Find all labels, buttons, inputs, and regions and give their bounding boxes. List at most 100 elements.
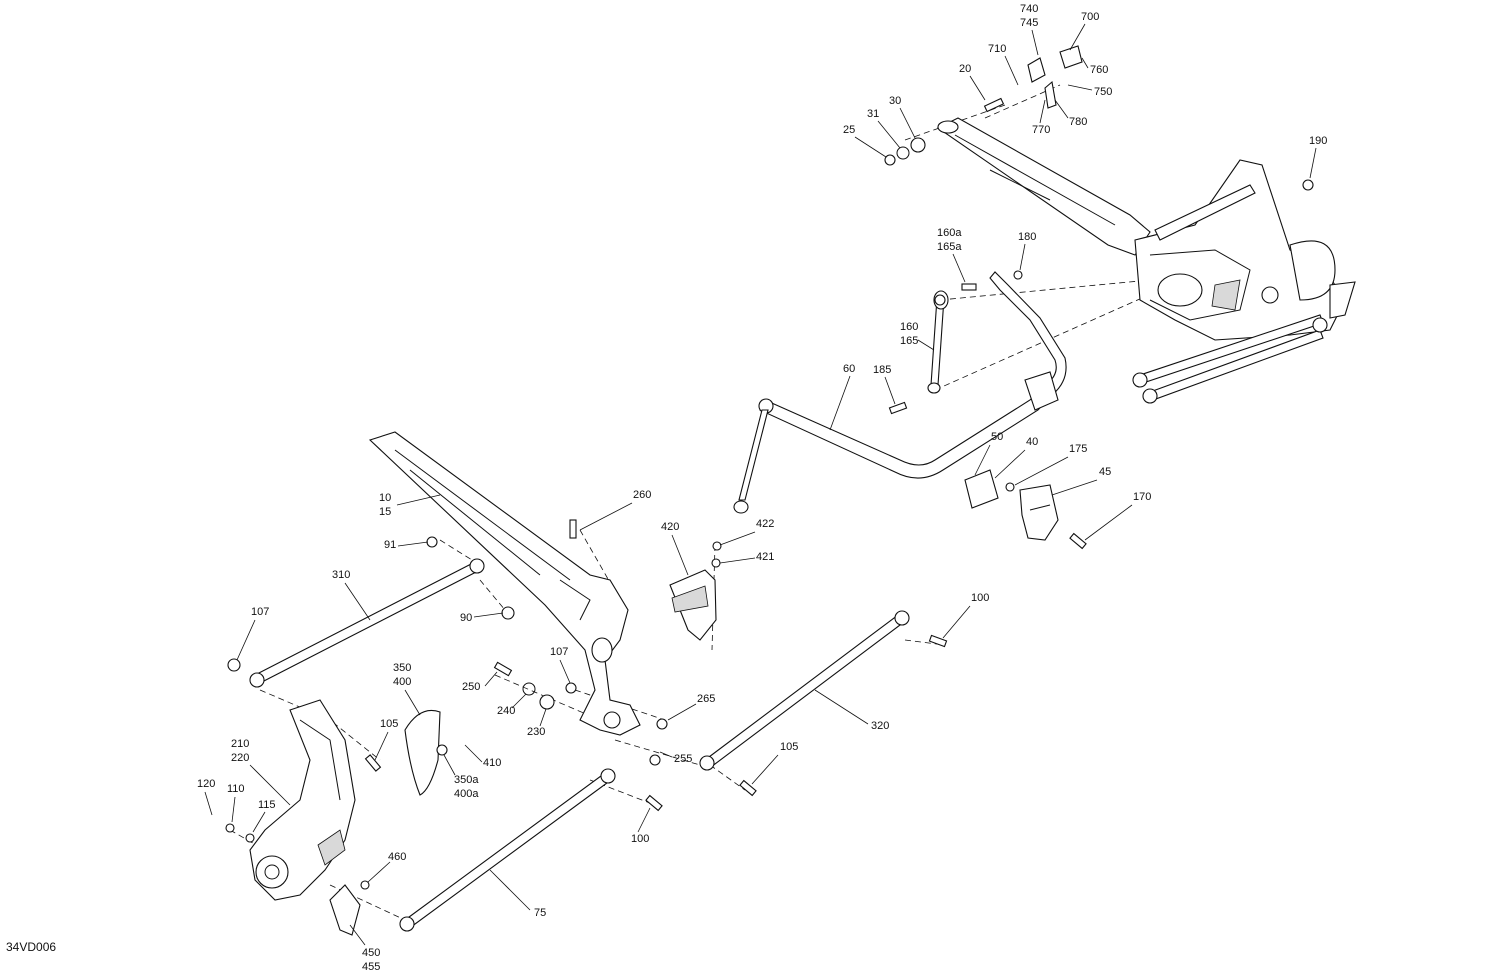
svg-text:420: 420 [661,521,679,533]
svg-text:165a: 165a [937,241,962,253]
callout-460: 460 [367,851,406,883]
svg-text:110: 110 [227,783,245,795]
callout-110: 110 [227,783,245,823]
callout-420: 420 [661,521,689,576]
svg-text:100: 100 [631,833,649,845]
fasteners [225,97,1314,890]
guard-350 [404,709,441,796]
svg-text:745: 745 [1020,17,1038,29]
svg-text:15: 15 [379,506,391,518]
callout-410: 410 [464,744,501,769]
svg-text:105: 105 [380,718,398,730]
protector-plate [669,569,717,641]
svg-text:700: 700 [1081,11,1099,23]
svg-text:421: 421 [756,551,774,563]
rod-320 [699,610,910,771]
svg-text:30: 30 [889,95,901,107]
callout-100a: 100 [942,592,989,639]
rod-310 [249,558,485,688]
sensor-assembly [1027,45,1083,109]
sway-bar-link [927,290,949,394]
callout-710: 710 [988,43,1019,86]
knuckle [249,699,356,901]
svg-text:31: 31 [867,108,879,120]
sway-bar [758,271,1067,479]
callout-260: 260 [579,489,651,531]
svg-text:350: 350 [393,662,411,674]
svg-text:750: 750 [1094,86,1112,98]
svg-text:450: 450 [362,947,380,959]
callout-105b: 105 [751,741,798,785]
svg-text:265: 265 [697,693,715,705]
callout-107b: 107 [550,646,571,684]
callout-25: 25 [843,124,887,158]
upper-trailing-arm [936,117,1151,256]
svg-text:25: 25 [843,124,855,136]
svg-text:100: 100 [971,592,989,604]
callout-20: 20 [959,63,986,101]
callout-91: 91 [384,539,429,551]
callout-750: 750 [1067,84,1112,98]
svg-text:455: 455 [362,961,380,972]
callout-45: 45 [1051,466,1111,496]
svg-text:190: 190 [1309,135,1327,147]
callout-240: 240 [497,693,527,717]
sway-link-front [733,409,769,514]
svg-text:10: 10 [379,492,391,504]
callout-265: 265 [667,693,715,721]
callout-421: 421 [719,551,774,564]
callout-120: 120 [197,778,215,816]
svg-text:180: 180 [1018,231,1036,243]
svg-text:185: 185 [873,364,891,376]
svg-text:260: 260 [633,489,651,501]
svg-text:460: 460 [388,851,406,863]
callout-185: 185 [873,364,896,405]
svg-text:230: 230 [527,726,545,738]
callout-780: 780 [1054,99,1087,128]
callout-230: 230 [527,708,547,738]
callout-115: 115 [252,799,276,833]
svg-text:115: 115 [258,799,276,811]
callout-320: 320 [814,689,889,732]
callout-105a: 105 [374,718,398,761]
callout-100b: 100 [631,807,651,845]
callout-90: 90 [460,612,504,624]
svg-text:780: 780 [1069,116,1087,128]
rear-link-rods [1132,314,1328,404]
callout-700: 700 [1069,11,1099,51]
svg-text:710: 710 [988,43,1006,55]
callout-75: 75 [489,869,546,919]
svg-text:107: 107 [251,606,269,618]
callout-760: 760 [1081,57,1108,76]
figure-code: 34VD006 [6,940,57,954]
svg-text:170: 170 [1133,491,1151,503]
svg-text:160: 160 [900,321,918,333]
svg-text:320: 320 [871,720,889,732]
svg-text:240: 240 [497,705,515,717]
front-trailing-arm [368,431,641,736]
callout-30: 30 [889,95,916,139]
callout-250: 250 [462,671,498,693]
callout-107a: 107 [236,606,269,661]
svg-text:75: 75 [534,907,546,919]
svg-text:175: 175 [1069,443,1087,455]
callout-180: 180 [1018,231,1036,271]
svg-text:250: 250 [462,681,480,693]
svg-text:90: 90 [460,612,472,624]
sway-bar-bushing [964,469,1059,541]
callout-175: 175 [1014,443,1087,486]
svg-text:422: 422 [756,518,774,530]
callout-255: 255 [659,751,692,765]
callout-770: 770 [1032,99,1050,136]
svg-text:105: 105 [780,741,798,753]
